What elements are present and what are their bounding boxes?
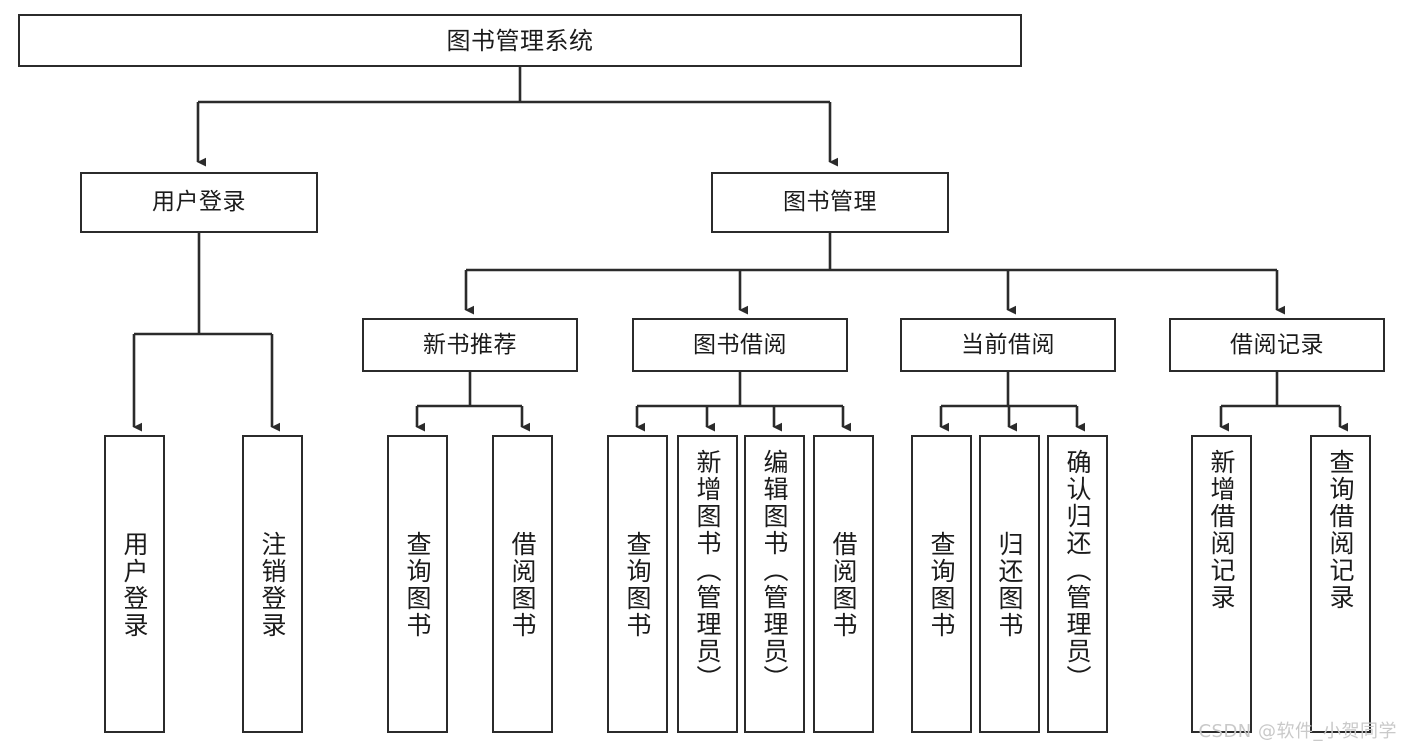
node-label: 新增借阅记录 [1207,449,1236,611]
leaf-borrow-record-add-record[interactable]: 新增借阅记录 [1191,435,1252,733]
node-label: 新增图书（管理员） [693,449,722,692]
node-current-borrowing[interactable]: 当前借阅 [900,318,1116,372]
node-root-book-management-system[interactable]: 图书管理系统 [18,14,1022,67]
leaf-book-borrow-add-book-admin[interactable]: 新增图书（管理员） [677,435,738,733]
node-new-book-recommendation[interactable]: 新书推荐 [362,318,578,372]
leaf-current-borrow-return-books[interactable]: 归还图书 [979,435,1040,733]
node-borrowing-record[interactable]: 借阅记录 [1169,318,1385,372]
node-label: 新书推荐 [423,331,517,358]
leaf-user-login-sign-in[interactable]: 用户登录 [104,435,165,733]
leaf-new-book-borrow-books[interactable]: 借阅图书 [492,435,553,733]
node-label: 查询借阅记录 [1326,449,1355,611]
node-label: 查询图书 [403,531,432,639]
node-label: 借阅图书 [829,531,858,639]
leaf-current-borrow-query-books[interactable]: 查询图书 [911,435,972,733]
node-label: 图书借阅 [693,331,787,358]
node-label: 查询图书 [927,531,956,639]
node-label: 查询图书 [623,531,652,639]
node-label: 借阅记录 [1230,331,1324,358]
node-label: 归还图书 [995,531,1024,639]
node-label: 用户登录 [120,531,149,639]
leaf-user-login-sign-out[interactable]: 注销登录 [242,435,303,733]
node-label: 编辑图书（管理员） [760,449,789,692]
node-label: 图书管理 [783,189,877,215]
leaf-book-borrow-edit-book-admin[interactable]: 编辑图书（管理员） [744,435,805,733]
leaf-book-borrow-query-books[interactable]: 查询图书 [607,435,668,733]
node-user-login[interactable]: 用户登录 [80,172,318,233]
node-label: 图书管理系统 [446,26,594,55]
node-label: 借阅图书 [508,531,537,639]
node-label: 确认归还（管理员） [1063,449,1092,692]
leaf-current-borrow-confirm-return-admin[interactable]: 确认归还（管理员） [1047,435,1108,733]
node-label: 用户登录 [152,189,246,215]
leaf-new-book-query-books[interactable]: 查询图书 [387,435,448,733]
node-book-management[interactable]: 图书管理 [711,172,949,233]
leaf-book-borrow-borrow-books[interactable]: 借阅图书 [813,435,874,733]
leaf-borrow-record-query-record[interactable]: 查询借阅记录 [1310,435,1371,733]
node-book-borrowing[interactable]: 图书借阅 [632,318,848,372]
node-label: 当前借阅 [961,331,1055,358]
csdn-watermark: CSDN @软件_小贺同学 [1198,721,1397,742]
node-label: 注销登录 [258,531,287,639]
